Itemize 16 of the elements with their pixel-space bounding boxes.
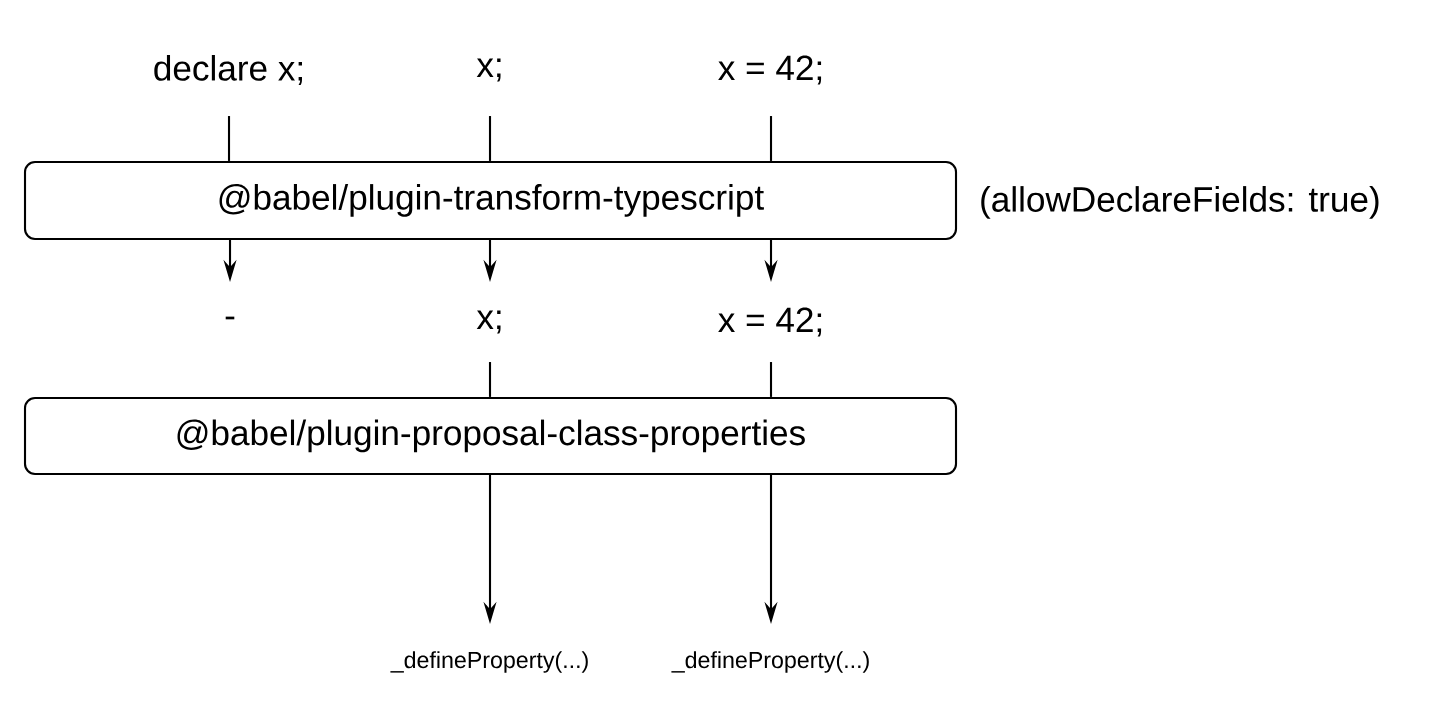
code-text: _defineProperty(...)	[390, 651, 588, 673]
plugin-box: @babel/plugin-transform-typescript	[23, 160, 958, 241]
code-text: x;	[476, 58, 501, 82]
code-text: declare x;	[154, 55, 302, 85]
plugin-box: @babel/plugin-proposal-class-properties	[23, 396, 958, 476]
code-text: _defineProperty(...)	[671, 651, 869, 673]
code-text: x = 42;	[718, 55, 822, 85]
connector-line	[227, 116, 231, 161]
code-text: -	[225, 316, 235, 320]
code-text: x = 42;	[718, 307, 822, 337]
connector-line	[769, 116, 773, 161]
connector-line	[769, 362, 773, 397]
code-text: x;	[476, 310, 501, 334]
connector-line	[488, 362, 492, 397]
connector-line	[488, 116, 492, 161]
option-text: (allowDeclareFields: true)	[981, 186, 1379, 219]
